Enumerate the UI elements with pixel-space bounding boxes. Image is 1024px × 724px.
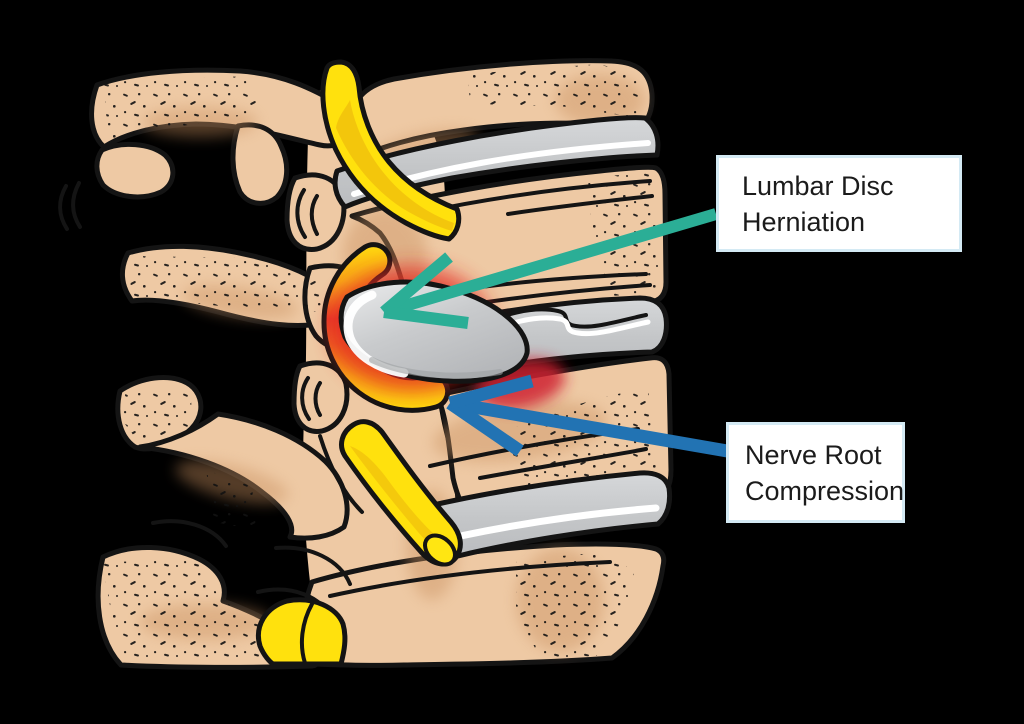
nerve-root-2-cut-end <box>423 533 457 567</box>
process-1-neck <box>230 122 290 206</box>
compression-label-line1: Nerve Root <box>745 439 882 470</box>
herniation-label-line2: Herniation <box>742 206 866 237</box>
process-1-knob <box>94 141 176 200</box>
herniation-arrow-icon <box>380 208 718 329</box>
disc-2-tear-line <box>468 307 648 333</box>
compression-label-line2: Compression <box>745 475 905 506</box>
herniation-label-line1: Lumbar Disc <box>742 170 894 201</box>
compression-arrow-icon <box>446 374 735 459</box>
compression-label: Nerve Root Compression <box>726 422 905 523</box>
herniation-label: Lumbar Disc Herniation <box>716 155 962 252</box>
nerve-roots <box>256 59 463 667</box>
nerve-root-1 <box>320 59 462 242</box>
nerve-root-2 <box>339 419 463 567</box>
